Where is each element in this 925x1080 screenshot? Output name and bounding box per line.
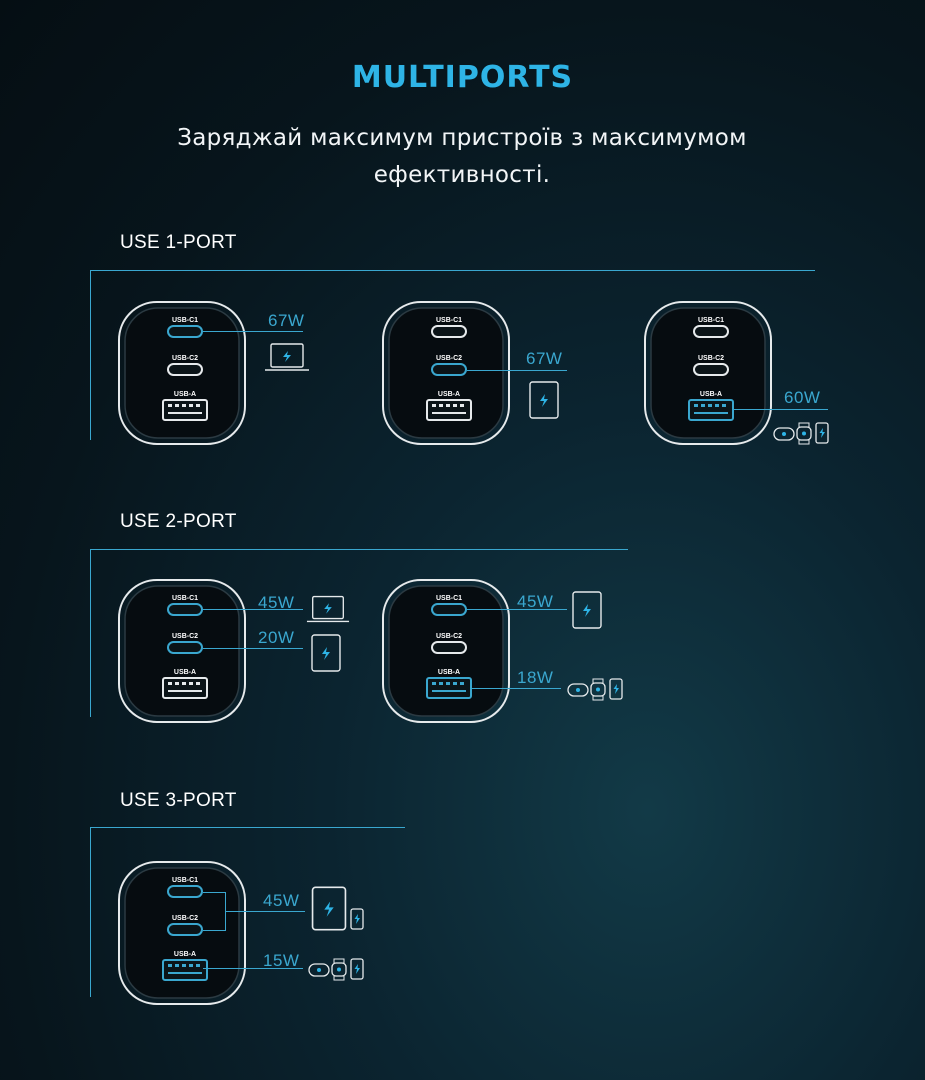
earbuds-icon [773, 427, 795, 441]
charger-2port-c1-c2: USB-C1 USB-C2 USB-A [117, 578, 247, 724]
section-divider-3 [90, 827, 405, 828]
connector-line [203, 609, 303, 610]
section-label-2-port: USE 2-PORT [120, 511, 237, 532]
small-devices-group [772, 421, 832, 445]
port-label-c2: USB-C2 [172, 633, 198, 640]
tablet-icon [310, 633, 342, 673]
watch-icon [331, 958, 347, 981]
charger-2port-c1-a: USB-C1 USB-C2 USB-A [381, 578, 511, 724]
port-label-c1: USB-C1 [698, 317, 724, 324]
connector-line [471, 688, 561, 689]
port-label-c1: USB-C1 [172, 595, 198, 602]
connector-line [203, 648, 303, 649]
port-label-c1: USB-C1 [172, 317, 198, 324]
connector-line [203, 968, 303, 969]
connector-line [733, 409, 828, 410]
watt-label: 20W [258, 628, 295, 647]
charger-1port-c2: USB-C1 USB-C2 USB-A [381, 300, 511, 446]
port-label-a: USB-A [438, 391, 460, 398]
port-label-a: USB-A [174, 391, 196, 398]
watt-label: 15W [263, 951, 300, 970]
connector-line [467, 370, 567, 371]
phone-icon [815, 422, 829, 444]
laptop-icon [306, 594, 350, 624]
section-label-1-port: USE 1-PORT [120, 232, 237, 253]
watt-label: 67W [268, 311, 305, 330]
tablet-icon [571, 590, 603, 630]
charger-1port-a: USB-C1 USB-C2 USB-A [643, 300, 773, 446]
port-label-c2: USB-C2 [436, 355, 462, 362]
charger-1port-c1: USB-C1 USB-C2 USB-A [117, 300, 247, 446]
laptop-icon [264, 342, 310, 372]
watt-label: 45W [258, 593, 295, 612]
connector-line [203, 930, 225, 931]
section-divider-1 [90, 270, 815, 271]
page-title: MULTIPORTS [351, 60, 574, 95]
port-label-a: USB-A [174, 669, 196, 676]
watt-label: 18W [517, 668, 554, 687]
section-bracket-1 [90, 270, 91, 440]
charger-3port: USB-C1 USB-C2 USB-A [117, 860, 247, 1006]
watt-label: 45W [517, 592, 554, 611]
port-label-c2: USB-C2 [436, 633, 462, 640]
tablet-icon [310, 885, 348, 932]
connector-line [467, 609, 567, 610]
port-label-c1: USB-C1 [172, 877, 198, 884]
port-label-c2: USB-C2 [172, 915, 198, 922]
connector-line [203, 892, 225, 893]
port-label-a: USB-A [700, 391, 722, 398]
watch-icon [590, 678, 606, 701]
section-divider-2 [90, 549, 628, 550]
port-label-c2: USB-C2 [172, 355, 198, 362]
section-bracket-2 [90, 549, 91, 717]
section-bracket-3 [90, 827, 91, 997]
watt-label: 60W [784, 388, 821, 407]
phone-icon [350, 958, 364, 980]
earbuds-icon [308, 963, 330, 977]
section-label-3-port: USE 3-PORT [120, 790, 237, 811]
watt-label: 67W [526, 349, 563, 368]
phone-icon [609, 678, 623, 700]
earbuds-icon [567, 683, 589, 697]
connector-line [203, 331, 303, 332]
connector-line [225, 911, 305, 912]
port-label-a: USB-A [438, 669, 460, 676]
small-devices-group [307, 957, 367, 981]
port-label-a: USB-A [174, 951, 196, 958]
watt-label: 45W [263, 891, 300, 910]
watch-icon [796, 422, 812, 445]
small-devices-group [566, 677, 626, 701]
port-label-c1: USB-C1 [436, 595, 462, 602]
page-subtitle: Заряджай максимум пристроїв з максимумом… [177, 125, 747, 188]
tablet-icon [528, 380, 560, 420]
port-label-c1: USB-C1 [436, 317, 462, 324]
port-label-c2: USB-C2 [698, 355, 724, 362]
phone-icon [350, 907, 364, 931]
